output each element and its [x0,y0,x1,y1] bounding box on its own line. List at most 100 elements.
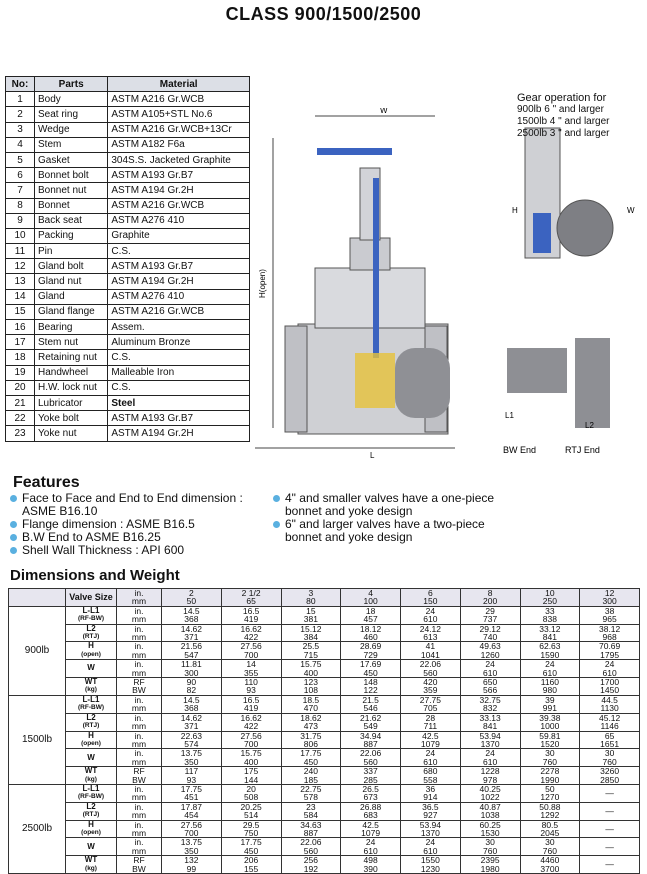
value-b: 838 [542,614,557,625]
value-a: 650 [483,677,498,688]
gear-operation-note: Gear operation for 900lb 6 " and larger … [517,92,610,140]
unit-a: in. [134,801,144,812]
value-b: 610 [483,756,498,767]
value-b: 108 [303,685,318,696]
features-left-list: Face to Face and End to End dimension : … [10,492,268,557]
value-a: 22.63 [180,730,203,741]
value-a: 40.87 [479,801,501,812]
part-material: C.S. [107,349,250,366]
value-b: 841 [542,632,557,643]
feature-item: 4" and smaller valves have a one-piece b… [273,492,513,518]
part-number: 8 [5,197,35,214]
value-b: 546 [363,703,378,714]
dim-h-label: H(open) [258,269,267,298]
value-b: 400 [244,756,259,767]
size-mm: 200 [483,596,498,607]
part-number: 3 [5,121,35,138]
value-b: 473 [303,721,318,732]
row-label-main: L2 [86,623,96,633]
row-units: in.mm [116,819,162,839]
size-mm: 100 [363,596,378,607]
part-number: 4 [5,136,35,153]
value-a: 13.75 [180,748,203,759]
value-a: 60.25 [479,819,501,830]
row-label-sub: (open) [81,650,101,658]
part-name: Handwheel [33,364,109,381]
value-a: 27.56 [240,730,262,741]
unit-b: mm [131,810,147,821]
row-units: in.mm [116,659,162,679]
value-a: 49.63 [479,641,501,652]
parts-header-cell: Material [107,75,250,93]
size-mm: 65 [246,596,256,607]
value-a: 65 [604,730,615,741]
value-a: 40.25 [479,783,501,794]
value-a: 24 [604,659,615,670]
value-b: 1450 [600,685,620,696]
gate-valve-illustration [255,115,455,449]
value-b: 700 [244,649,259,660]
value-b: 1520 [540,738,560,749]
value-b: 384 [303,632,318,643]
value-a: 38.12 [598,623,621,634]
part-number: 1 [5,91,35,108]
value-a: 33 [545,605,555,616]
value-a: 16.62 [240,712,262,723]
value-b: 359 [423,685,438,696]
value-a: 337 [363,766,378,777]
unit-b: mm [131,756,147,767]
value-b: 560 [423,667,438,678]
value-b: 99 [186,863,197,874]
value-a: 175 [244,766,259,777]
value-a: 26.88 [359,801,382,812]
value-b: 806 [303,738,318,749]
row-label-main: WT [84,677,98,687]
value-a: 21.56 [180,641,203,652]
value-b: 1651 [600,738,620,749]
value-a: 14.5 [183,605,200,616]
part-name: Bonnet nut [33,182,109,199]
value-b: 1130 [600,703,619,714]
row-label-sub: (RTJ) [82,811,100,819]
value-a: 44.5 [601,694,618,705]
part-material: ASTM A194 Gr.2H [107,182,250,199]
value-a: 2278 [540,766,560,777]
unit-a: in. [134,819,144,830]
value-a: 53.94 [479,730,501,741]
gear-line: 900lb 6 " and larger [517,104,604,115]
value-b: 450 [244,845,259,856]
size-mm: 250 [542,596,557,607]
row-units: in.mm [116,837,162,857]
value-b: 613 [423,632,438,643]
value-b: 673 [363,792,378,803]
value-a: 22.06 [300,837,322,848]
part-material: ASTM A216 Gr.WCB [107,91,250,108]
value-b: 887 [303,827,318,838]
size-in: 2 1/2 [241,588,261,598]
part-number: 7 [5,182,35,199]
